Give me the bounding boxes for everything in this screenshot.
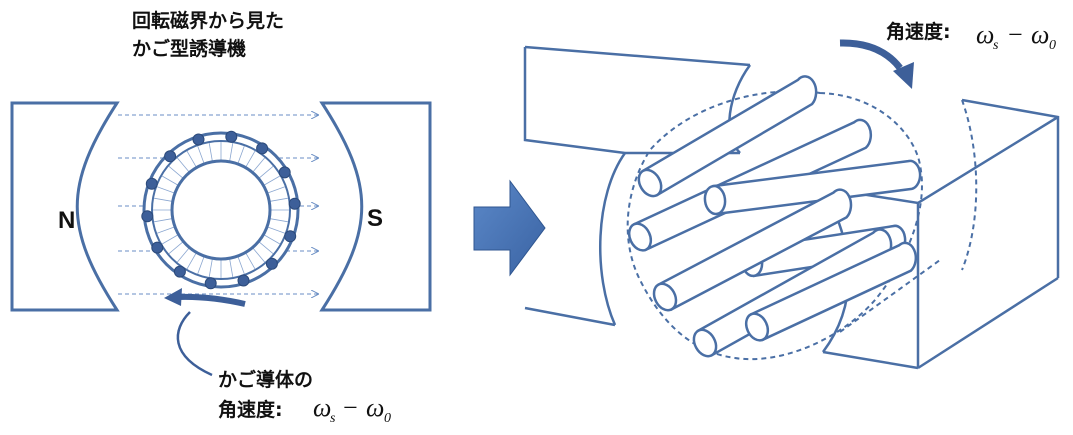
cage-conductor-dot	[164, 150, 177, 163]
cage-rotor	[141, 130, 301, 290]
cage-bar-cylinder	[641, 75, 818, 197]
subscript-s: s	[993, 38, 999, 53]
rotor-spoke	[161, 234, 178, 245]
cage-bar-end	[637, 168, 663, 198]
cage-conductor-dot	[192, 133, 205, 146]
rotor-spoke	[161, 175, 178, 186]
subscript-s: s	[330, 411, 336, 426]
cage-bar-end	[744, 312, 770, 342]
cage-label-line1: かご導体の	[218, 368, 313, 391]
transition-arrow	[473, 179, 546, 277]
rotor-spoke	[259, 165, 274, 179]
cage-bar-end	[652, 282, 678, 312]
rotor-spoke	[208, 259, 213, 278]
cage-conductor-dot	[256, 142, 269, 155]
cage-conductor-dots	[141, 130, 301, 290]
cage-conductor-dot	[145, 177, 158, 190]
north-pole-label: N	[58, 207, 75, 234]
cage-conductor-dot	[278, 166, 291, 179]
rotor-spoke	[267, 226, 286, 234]
rotor-spoke	[176, 248, 190, 263]
rotor-spoke	[186, 150, 197, 167]
cage-conductor-dot	[284, 230, 297, 243]
left-title-line2: かご型誘導機	[132, 37, 246, 60]
omega-symbol: ω	[1031, 20, 1049, 49]
rotor-spoke	[267, 186, 286, 194]
cage-3d-view	[523, 45, 1060, 370]
right-angular-velocity-label: 角速度:	[886, 20, 951, 43]
omega-symbol: ω	[976, 20, 994, 49]
cage-bar-cylinder	[749, 241, 918, 342]
subscript-0: 0	[384, 411, 391, 426]
rotor-spoke	[237, 145, 245, 164]
rotor-spoke	[168, 241, 183, 255]
cage-label-line2: 角速度:	[218, 398, 283, 421]
south-pole-label: S	[367, 205, 383, 232]
cage-bar-cylinder	[656, 188, 853, 312]
rotor-spoke	[259, 241, 274, 255]
minus-sign: −	[1008, 20, 1023, 49]
rotor-spoke	[197, 256, 205, 275]
cage-angular-velocity-formula: ω s − ω 0	[313, 393, 391, 426]
south-pole-magnet	[319, 101, 432, 312]
rotor-spoke	[270, 218, 289, 223]
cage-bar-end	[703, 184, 727, 216]
rotor-spoke	[229, 142, 234, 161]
cage-bars-3d	[627, 75, 922, 358]
rotor-spoke	[168, 165, 183, 179]
cage-conductor-dot	[237, 274, 250, 287]
cage-conductor-dot	[173, 265, 186, 278]
rotor-spoke	[245, 253, 256, 270]
cage-bar-end	[627, 222, 653, 252]
right-angular-velocity-formula: ω s − ω 0	[976, 20, 1056, 53]
cage-conductor-dot	[265, 257, 278, 270]
cage-bar-cylinder	[711, 159, 922, 216]
rotor-spoke	[245, 150, 256, 167]
rotor-spoke	[176, 157, 190, 172]
cage-bar-end	[692, 328, 718, 358]
rotor-spoke	[237, 256, 245, 275]
rotor-spoke	[264, 234, 281, 245]
cage-conductor-dot	[225, 130, 238, 143]
omega-symbol: ω	[313, 393, 331, 422]
rotor-spoke	[208, 142, 213, 161]
cage-conductor-dot	[288, 197, 301, 210]
rotor-rotation-arrow	[164, 288, 246, 307]
cage-conductor-dot	[204, 277, 217, 290]
rotor-spoke	[252, 157, 266, 172]
subscript-0: 0	[1049, 38, 1056, 53]
cage-conductor-dot	[151, 241, 164, 254]
rotor-spoke	[252, 248, 266, 263]
minus-sign: −	[343, 393, 358, 422]
omega-symbol: ω	[366, 393, 384, 422]
rotor-spoke	[270, 197, 289, 202]
rotor-spoke	[156, 226, 175, 234]
cage-label-leader-line	[176, 311, 213, 377]
rotor-spoke	[186, 253, 197, 270]
left-title-line1: 回転磁界から見た	[132, 9, 284, 32]
right-rotation-arrow	[839, 39, 914, 89]
rotor-spokes	[153, 142, 289, 278]
rotor-spoke	[197, 145, 205, 164]
rotor-spoke	[229, 259, 234, 278]
rotor-spoke	[264, 175, 281, 186]
cage-conductor-dot	[141, 210, 154, 223]
rotor-dashed-outline	[626, 90, 923, 361]
rotor-spoke	[153, 218, 172, 223]
rotor-spoke	[156, 186, 175, 194]
rotor-spoke	[153, 197, 172, 202]
north-pole-magnet	[10, 101, 120, 312]
